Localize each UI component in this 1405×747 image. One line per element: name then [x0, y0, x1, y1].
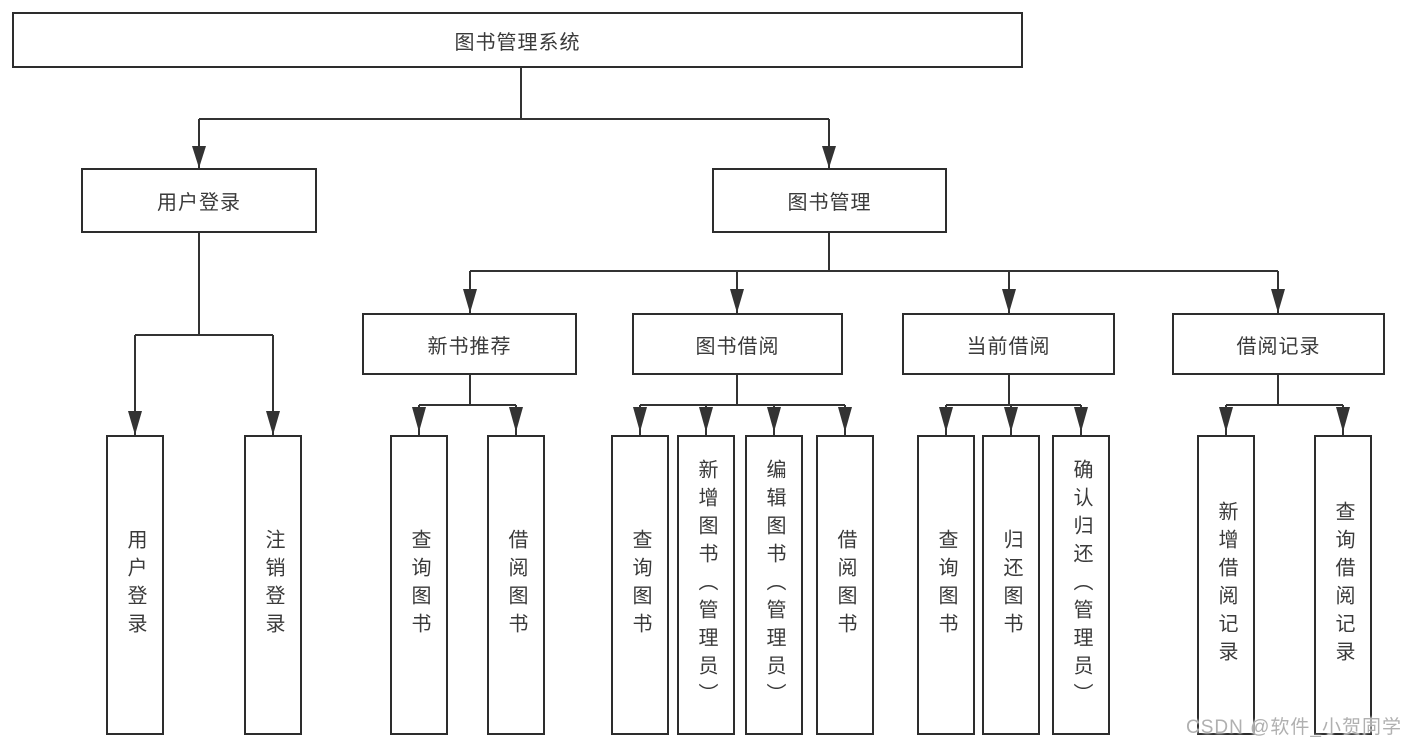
node-book-management-label: 图书管理	[787, 192, 872, 214]
leaf-confirm-return-admin-label: 确认归还（管理员）	[1070, 459, 1092, 711]
node-borrow-records: 借阅记录	[1172, 313, 1385, 375]
leaf-borrow-books-recommend: 借阅图书	[487, 435, 545, 735]
leaf-logout-label: 注销登录	[262, 529, 284, 641]
leaf-user-login: 用户登录	[106, 435, 164, 735]
leaf-query-books-current-label: 查询图书	[935, 529, 957, 641]
leaf-query-books-borrow: 查询图书	[611, 435, 669, 735]
leaf-borrow-books: 借阅图书	[816, 435, 874, 735]
leaf-query-books-recommend-label: 查询图书	[408, 529, 430, 641]
leaf-query-books-recommend: 查询图书	[390, 435, 448, 735]
arrowheads	[128, 146, 1350, 435]
leaf-query-books-borrow-label: 查询图书	[629, 529, 651, 641]
leaf-return-book: 归还图书	[982, 435, 1040, 735]
leaf-return-book-label: 归还图书	[1000, 529, 1022, 641]
leaf-add-borrow-record-label: 新增借阅记录	[1215, 501, 1237, 669]
node-book-borrow-label: 图书借阅	[695, 335, 780, 358]
leaf-edit-book-admin-label: 编辑图书（管理员）	[763, 459, 785, 711]
node-book-management: 图书管理	[712, 168, 947, 233]
node-current-borrow-label: 当前借阅	[966, 335, 1051, 358]
watermark: CSDN @软件_小贺同学	[1186, 717, 1402, 738]
leaf-add-book-admin-label: 新增图书（管理员）	[695, 459, 717, 711]
node-user-login: 用户登录	[81, 168, 317, 233]
node-root-label: 图书管理系统	[454, 31, 581, 54]
leaf-user-login-label: 用户登录	[124, 529, 146, 641]
node-new-book-recommend: 新书推荐	[362, 313, 577, 375]
leaf-borrow-books-label: 借阅图书	[834, 529, 856, 641]
node-root: 图书管理系统	[12, 12, 1023, 68]
leaf-add-borrow-record: 新增借阅记录	[1197, 435, 1255, 735]
leaf-add-book-admin: 新增图书（管理员）	[677, 435, 735, 735]
leaf-query-borrow-record: 查询借阅记录	[1314, 435, 1372, 735]
leaf-logout: 注销登录	[244, 435, 302, 735]
leaf-edit-book-admin: 编辑图书（管理员）	[745, 435, 803, 735]
leaf-borrow-books-recommend-label: 借阅图书	[505, 529, 527, 641]
leaf-query-books-current: 查询图书	[917, 435, 975, 735]
leaf-confirm-return-admin: 确认归还（管理员）	[1052, 435, 1110, 735]
leaf-query-borrow-record-label: 查询借阅记录	[1332, 501, 1354, 669]
node-borrow-records-label: 借阅记录	[1236, 335, 1321, 358]
node-book-borrow: 图书借阅	[632, 313, 843, 375]
node-current-borrow: 当前借阅	[902, 313, 1115, 375]
node-user-login-label: 用户登录	[157, 192, 241, 214]
node-new-book-recommend-label: 新书推荐	[427, 335, 512, 358]
